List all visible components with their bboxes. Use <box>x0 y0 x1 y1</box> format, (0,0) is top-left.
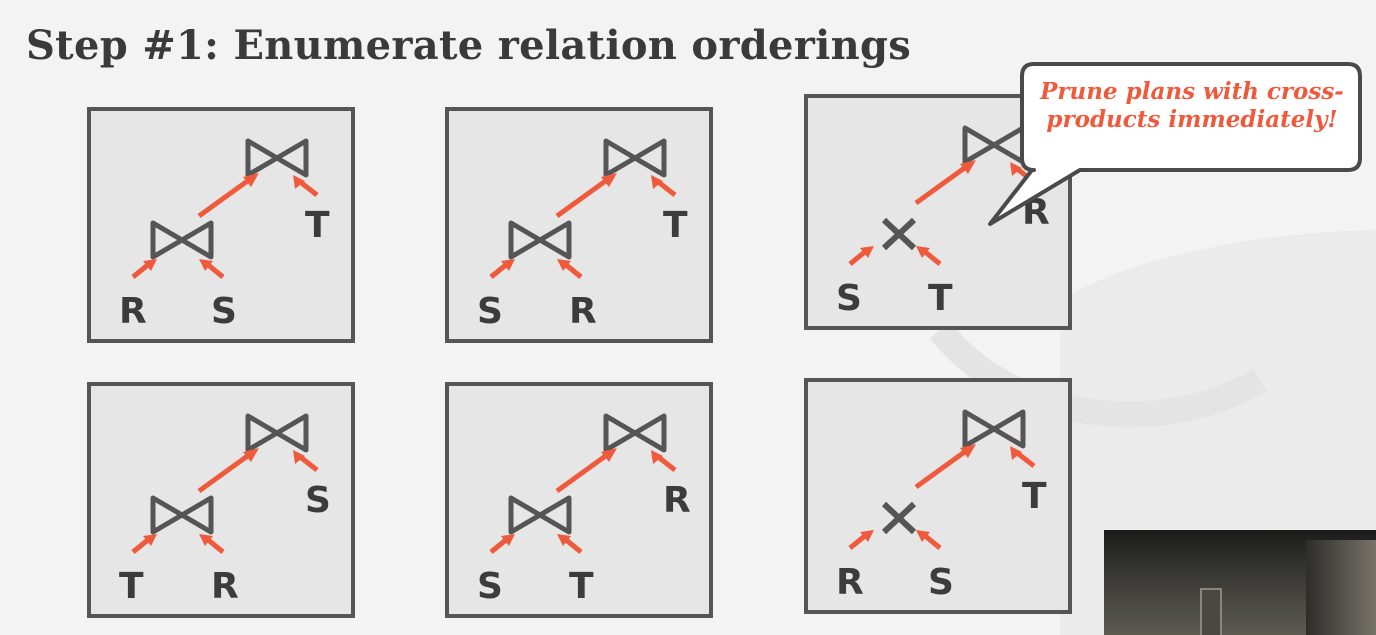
callout-line-2: products immediately! <box>1046 106 1338 133</box>
callout-text: Prune plans with cross- products immedia… <box>1022 78 1362 134</box>
slide-title: Step #1: Enumerate relation orderings <box>26 22 912 69</box>
left-relation-label: R <box>836 562 864 603</box>
bottom-join-symbol-r <box>179 220 214 260</box>
video-fixture <box>1200 588 1222 635</box>
arrowhead <box>243 448 259 462</box>
right-relation-label: T <box>928 278 953 319</box>
top-relation-label: T <box>1022 476 1047 517</box>
video-thumbnail <box>1104 530 1376 635</box>
arrowhead <box>143 534 157 546</box>
top-join-symbol <box>962 409 997 449</box>
plan-tree-3: R S T <box>836 125 1050 319</box>
top-join-symbol <box>603 413 638 453</box>
left-relation-label: R <box>119 291 147 332</box>
arrowhead <box>860 246 874 258</box>
arrowhead <box>960 444 976 458</box>
arrow-join-to-top <box>197 449 255 494</box>
bottom-join-symbol <box>508 495 543 535</box>
arrow-join-to-top <box>914 445 972 490</box>
arrow-left-rel <box>848 249 868 266</box>
top-join-symbol <box>962 125 997 165</box>
arrow-right-rel <box>205 537 225 554</box>
bottom-join-symbol <box>150 220 185 260</box>
arrow-right-rel <box>922 249 942 266</box>
plan-panel-6: T R S <box>804 378 1072 614</box>
arrowhead <box>293 450 305 464</box>
arrow-left-rel <box>489 262 509 279</box>
plan-tree-5: R S T <box>477 413 691 607</box>
top-join-symbol-r <box>274 413 309 453</box>
top-relation-label: R <box>663 480 691 521</box>
right-relation-label: T <box>569 566 594 607</box>
arrow-left-rel <box>131 262 151 279</box>
top-join-symbol-r <box>632 413 667 453</box>
left-relation-label: S <box>836 278 862 319</box>
plan-tree-4: S T R <box>119 413 331 607</box>
plan-tree-1: T R S <box>119 138 330 332</box>
arrow-right-rel <box>563 262 583 279</box>
arrowhead <box>860 530 874 542</box>
arrowhead <box>501 259 515 271</box>
cross-product-symbol-b <box>881 217 917 251</box>
arrow-join-to-top <box>555 449 613 494</box>
top-relation-label: S <box>305 480 331 521</box>
arrow-left-rel <box>489 537 509 554</box>
left-relation-label: T <box>119 566 144 607</box>
top-join-symbol <box>245 413 280 453</box>
arrow-right-rel <box>922 533 942 550</box>
right-relation-label: R <box>569 291 597 332</box>
arrow-join-to-top <box>197 174 255 219</box>
plan-tree-6: T R S <box>836 409 1047 603</box>
arrowhead <box>601 448 617 462</box>
bottom-join-symbol <box>508 220 543 260</box>
arrowhead <box>199 259 213 271</box>
top-join-symbol-r <box>632 138 667 178</box>
left-relation-label: S <box>477 291 503 332</box>
right-relation-label: S <box>928 562 954 603</box>
video-background <box>1306 540 1376 635</box>
arrowhead <box>199 534 213 546</box>
top-join-symbol <box>603 138 638 178</box>
arrowhead <box>557 534 571 546</box>
arrowhead <box>243 173 259 187</box>
arrowhead <box>557 259 571 271</box>
top-join-symbol-r <box>274 138 309 178</box>
arrowhead <box>1010 446 1022 460</box>
arrowhead <box>916 246 930 258</box>
arrowhead <box>143 259 157 271</box>
bottom-join-symbol-r <box>179 495 214 535</box>
arrowhead <box>501 534 515 546</box>
arrow-right-rel <box>563 537 583 554</box>
arrowhead <box>916 530 930 542</box>
plan-panel-4: S T R <box>87 382 355 618</box>
top-relation-label: T <box>305 205 330 246</box>
bottom-join-symbol <box>150 495 185 535</box>
arrowhead <box>1010 162 1022 176</box>
top-join-symbol-r <box>991 409 1026 449</box>
bottom-join-symbol-r <box>537 220 572 260</box>
arrow-join-to-top <box>555 174 613 219</box>
arrow-left-rel <box>131 537 151 554</box>
arrowhead <box>651 450 663 464</box>
plan-panel-2: T S R <box>445 107 713 343</box>
right-relation-label: S <box>211 291 237 332</box>
plan-panel-5: R S T <box>445 382 713 618</box>
cross-product-symbol-b <box>881 501 917 535</box>
arrow-left-rel <box>848 533 868 550</box>
arrowhead <box>651 175 663 189</box>
left-relation-label: S <box>477 566 503 607</box>
right-relation-label: R <box>211 566 239 607</box>
callout-line-1: Prune plans with cross- <box>1040 78 1344 105</box>
arrowhead <box>601 173 617 187</box>
top-join-symbol <box>245 138 280 178</box>
callout-bubble <box>988 62 1362 226</box>
arrowhead <box>293 175 305 189</box>
bottom-join-symbol-r <box>537 495 572 535</box>
arrowhead <box>960 160 976 174</box>
plan-tree-2: T S R <box>477 138 688 332</box>
plan-panel-1: T R S <box>87 107 355 343</box>
arrow-right-rel <box>205 262 225 279</box>
arrow-join-to-top <box>914 161 972 206</box>
top-relation-label: T <box>663 205 688 246</box>
